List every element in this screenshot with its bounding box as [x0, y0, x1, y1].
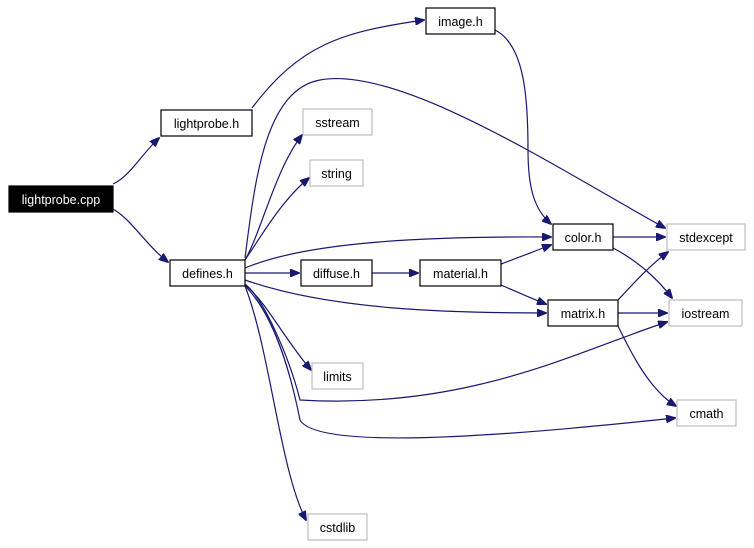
edge-defines-h-to-sstream	[244, 135, 302, 261]
node-box	[311, 362, 364, 390]
node-label: defines.h	[182, 267, 233, 281]
node-label: stdexcept	[679, 231, 733, 245]
node-label: lightprobe.cpp	[22, 193, 101, 207]
node-stdexcept: stdexcept	[666, 223, 746, 251]
edge-lightprobe-cpp-to-defines-h	[112, 208, 168, 262]
node-cmath: cmath	[676, 399, 737, 427]
edge-defines-h-to-matrix-h	[244, 279, 546, 313]
node-material-h[interactable]: material.h	[419, 259, 502, 287]
node-box	[547, 299, 619, 327]
edges-layer	[112, 20, 676, 520]
node-box	[309, 159, 364, 187]
node-label: cmath	[689, 407, 723, 421]
node-defines-h[interactable]: defines.h	[169, 259, 246, 287]
node-matrix-h[interactable]: matrix.h	[547, 299, 619, 327]
node-color-h[interactable]: color.h	[552, 223, 614, 251]
node-box	[552, 223, 614, 251]
edge-defines-h-to-stdexcept	[244, 78, 665, 259]
node-string: string	[309, 159, 364, 187]
node-box	[302, 108, 373, 136]
edge-defines-h-to-iostream	[244, 283, 667, 402]
node-label: color.h	[565, 231, 602, 245]
edge-matrix-h-to-stdexcept	[617, 252, 668, 301]
node-label: string	[321, 167, 352, 181]
node-box	[300, 259, 373, 287]
edge-material-h-to-matrix-h	[500, 284, 546, 304]
edge-matrix-h-to-cmath	[617, 325, 676, 406]
node-label: matrix.h	[561, 307, 606, 321]
node-box	[160, 109, 253, 137]
edge-lightprobe-cpp-to-lightprobe-h	[112, 138, 159, 185]
node-box	[676, 399, 737, 427]
nodes-layer: lightprobe.cpp lightprobe.h image.h defines…	[8, 7, 746, 541]
edge-material-h-to-color-h	[500, 245, 551, 265]
node-label: lightprobe.h	[174, 117, 239, 131]
node-box	[307, 513, 368, 541]
node-box	[419, 259, 502, 287]
node-lightprobe-h[interactable]: lightprobe.h	[160, 109, 253, 137]
node-box	[666, 223, 746, 251]
node-box	[668, 299, 743, 327]
edge-defines-h-to-string	[244, 178, 309, 261]
node-label: cstdlib	[320, 521, 355, 535]
node-iostream: iostream	[668, 299, 743, 327]
edge-defines-h-to-color-h	[244, 237, 551, 269]
node-cstdlib: cstdlib	[307, 513, 368, 541]
edge-color-h-to-iostream	[612, 247, 672, 298]
edge-defines-h-to-cstdlib	[244, 285, 306, 520]
node-label: sstream	[315, 116, 359, 130]
edge-defines-h-to-cmath	[244, 285, 675, 439]
node-image-h[interactable]: image.h	[425, 7, 496, 35]
node-box	[425, 7, 496, 35]
node-diffuse-h[interactable]: diffuse.h	[300, 259, 373, 287]
node-label: iostream	[682, 307, 730, 321]
node-box	[8, 185, 114, 213]
node-lightprobe-cpp[interactable]: lightprobe.cpp	[8, 185, 114, 213]
node-limits: limits	[311, 362, 364, 390]
node-label: material.h	[433, 267, 488, 281]
edge-lightprobe-h-to-image-h	[251, 20, 424, 109]
node-box	[169, 259, 246, 287]
node-label: diffuse.h	[313, 267, 360, 281]
node-sstream: sstream	[302, 108, 373, 136]
node-label: image.h	[438, 15, 483, 29]
edge-image-h-to-color-h	[494, 29, 551, 224]
node-label: limits	[323, 370, 351, 384]
